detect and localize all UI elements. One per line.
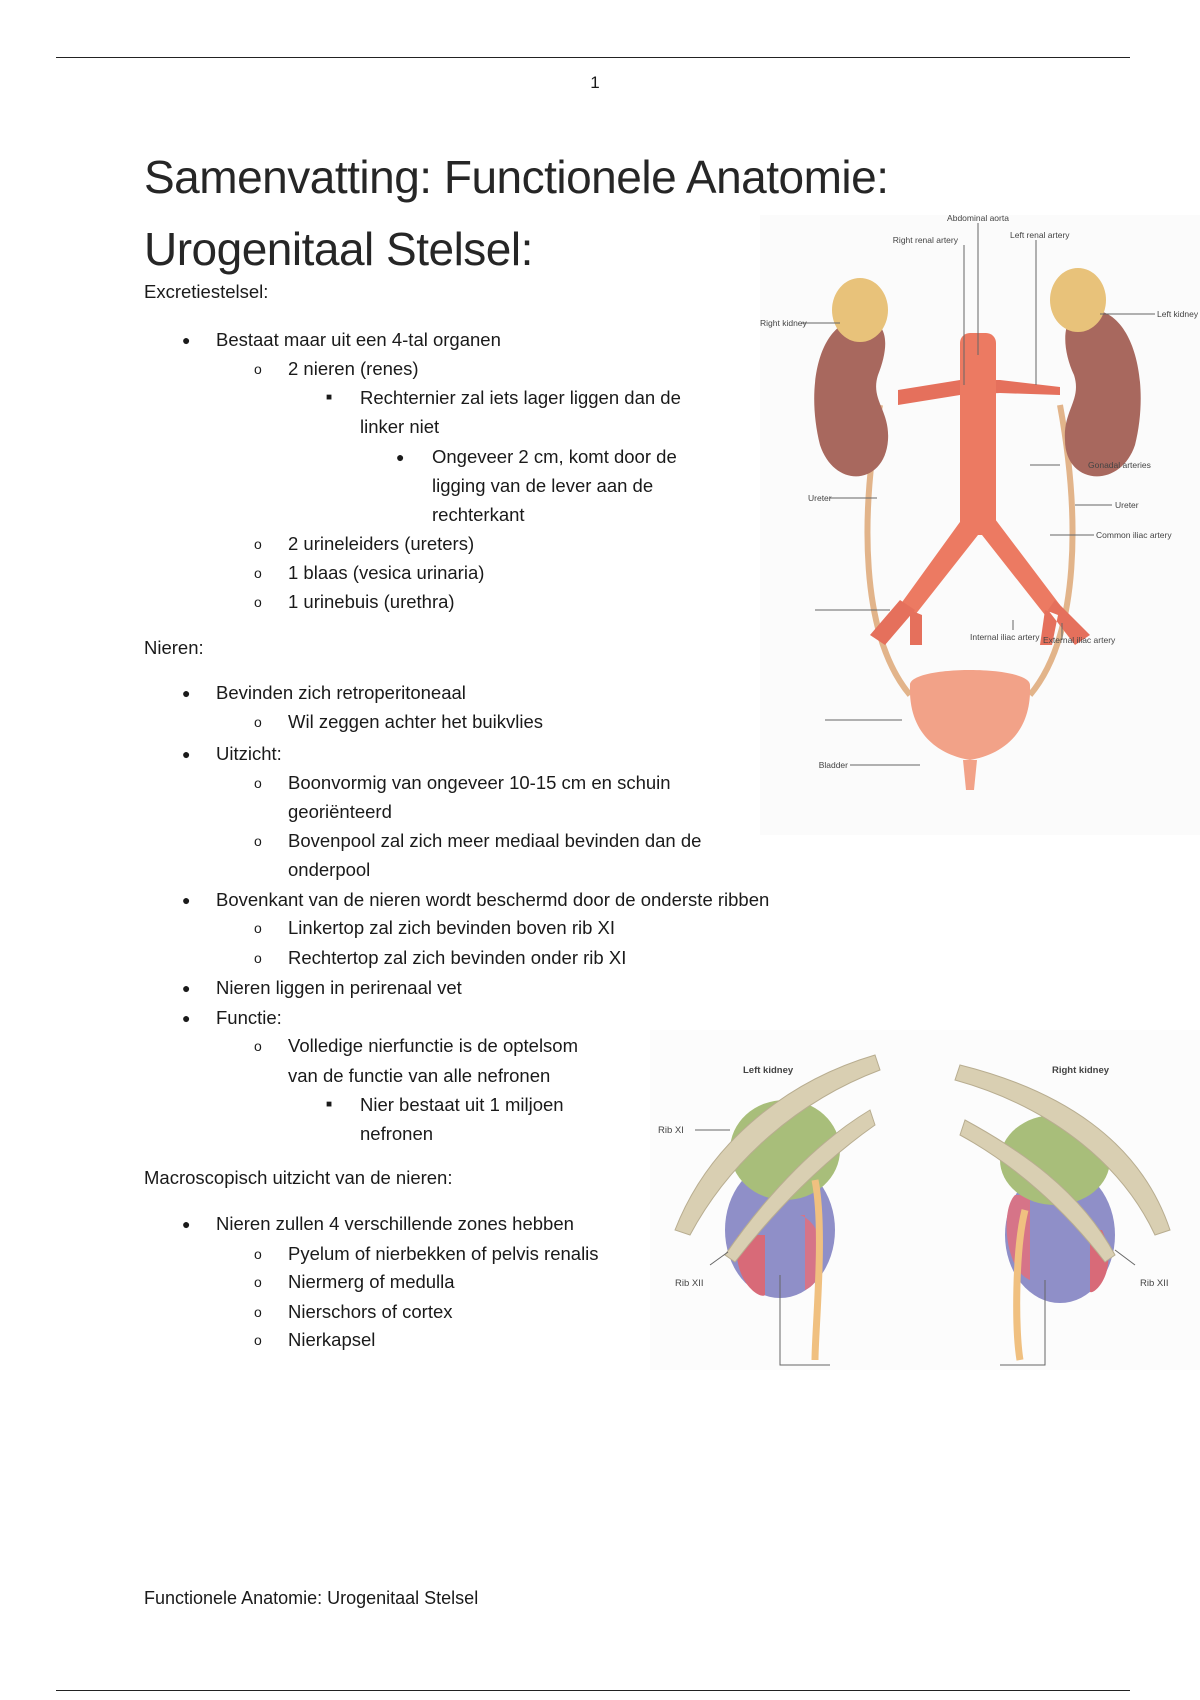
list-item: Nier bestaat uit 1 miljoen [360, 1094, 564, 1115]
list-item: Pyelum of nierbekken of pelvis renalis [288, 1243, 599, 1264]
list-item: Bovenpool zal zich meer mediaal bevinden… [288, 830, 702, 851]
kidney-ribs-illustration: Left kidney Right kidney Rib XI Rib XII … [650, 1030, 1200, 1370]
list-item: Nieren zullen 4 verschillende zones hebb… [216, 1213, 574, 1234]
list-item: Nierkapsel [288, 1329, 376, 1350]
list-item: Bestaat maar uit een 4-tal organen [216, 329, 501, 350]
bullet-circle: o [254, 565, 262, 581]
list-item: 2 nieren (renes) [288, 358, 419, 379]
list-item: Niermerg of medulla [288, 1271, 455, 1292]
list-item: Nieren liggen in perirenaal vet [216, 977, 462, 998]
label-bladder: Bladder [819, 760, 848, 770]
left-kidney-shape [1064, 309, 1141, 477]
urinary-system-illustration: Abdominal aorta Right renal artery Left … [760, 215, 1200, 835]
list-item: 1 blaas (vesica urinaria) [288, 562, 485, 583]
list-item: Linkertop zal zich bevinden boven rib XI [288, 917, 616, 938]
list-item: Rechternier zal iets lager liggen dan de [360, 387, 681, 408]
bullet-circle: o [254, 950, 262, 966]
label-right-renal-artery: Right renal artery [893, 235, 959, 245]
right-rib-11 [954, 1064, 1171, 1236]
list-item-cont: van de functie van alle nefronen [288, 1065, 551, 1086]
left-rib-11 [674, 1054, 881, 1236]
label-left-kidney: Left kidney [743, 1065, 794, 1076]
list-item: Uitzicht: [216, 743, 282, 764]
label-common-iliac-artery: Common iliac artery [1096, 530, 1172, 540]
heading-nieren: Nieren: [144, 637, 204, 658]
label-left-renal-artery: Left renal artery [1010, 230, 1070, 240]
bullet-circle: o [254, 1274, 262, 1290]
list-item-cont: onderpool [288, 859, 371, 880]
bullet-circle: o [254, 714, 262, 730]
bullet-circle: o [254, 833, 262, 849]
right-kidney-shape [814, 319, 889, 477]
label-ureter-left: Ureter [808, 493, 832, 503]
bullet-circle: o [254, 536, 262, 552]
list-item: 1 urinebuis (urethra) [288, 591, 455, 612]
label-right-kidney: Right kidney [1052, 1065, 1110, 1076]
bullet-dot: ● [182, 332, 191, 348]
label-gonadal-arteries: Gonadal arteries [1088, 460, 1151, 470]
bullet-square: ■ [326, 1099, 333, 1110]
label-rib-xii-left: Rib XII [675, 1278, 704, 1289]
label-abdominal-aorta: Abdominal aorta [947, 215, 1009, 223]
label-rib-xii-right: Rib XII [1140, 1278, 1169, 1289]
bullet-dot: ● [182, 980, 191, 996]
list-item-cont: ligging van de lever aan de [432, 475, 654, 496]
bullet-dot: ● [182, 1010, 191, 1026]
page-title-line1: Samenvatting: Functionele Anatomie: [144, 151, 889, 203]
bullet-circle: o [254, 1038, 262, 1054]
list-item-cont: rechterkant [432, 504, 525, 525]
list-item: Rechtertop zal zich bevinden onder rib X… [288, 947, 627, 968]
bullet-dot: ● [182, 892, 191, 908]
footer-rule [56, 1690, 1130, 1691]
list-item: Bevinden zich retroperitoneaal [216, 682, 466, 703]
bullet-square: ■ [326, 392, 333, 403]
label-rib-xi: Rib XI [658, 1125, 684, 1136]
bullet-circle: o [254, 920, 262, 936]
list-item: Volledige nierfunctie is de optelsom [288, 1035, 579, 1056]
list-item-cont: nefronen [360, 1123, 434, 1144]
bullet-circle: o [254, 1332, 262, 1348]
label-internal-iliac-artery: Internal iliac artery [970, 632, 1040, 642]
page-footer: Functionele Anatomie: Urogenitaal Stelse… [144, 1588, 479, 1608]
page-number: 1 [590, 73, 600, 92]
abdominal-aorta [960, 333, 996, 533]
page-title-line2: Urogenitaal Stelsel: [144, 223, 533, 275]
heading-excretiestelsel: Excretiestelsel: [144, 281, 269, 302]
label-ureter-right: Ureter [1115, 500, 1139, 510]
label-right-kidney: Right kidney [760, 318, 808, 328]
bullet-dot: ● [182, 685, 191, 701]
list-item: Bovenkant van de nieren wordt beschermd … [216, 889, 770, 910]
header-rule [56, 57, 1130, 58]
list-item-cont: georiënteerd [288, 801, 392, 822]
heading-macroscopisch: Macroscopisch uitzicht van de nieren: [144, 1167, 453, 1188]
bullet-dot: ● [182, 1216, 191, 1232]
right-adrenal-gland [832, 278, 888, 342]
bullet-circle: o [254, 594, 262, 610]
list-item: Wil zeggen achter het buikvlies [288, 711, 544, 732]
list-item: Ongeveer 2 cm, komt door de [432, 446, 677, 467]
bullet-circle: o [254, 1246, 262, 1262]
label-external-iliac-artery: External iliac artery [1043, 635, 1116, 645]
bullet-circle: o [254, 1304, 262, 1320]
list-item-cont: linker niet [360, 416, 440, 437]
list-item: Boonvormig van ongeveer 10-15 cm en schu… [288, 772, 671, 793]
right-rib-12 [959, 1119, 1116, 1263]
bullet-dot: ● [396, 449, 405, 465]
left-adrenal-gland [1050, 268, 1106, 332]
label-left-kidney: Left kidney [1157, 309, 1199, 319]
bullet-circle: o [254, 361, 262, 377]
list-item: 2 urineleiders (ureters) [288, 533, 475, 554]
bladder-shape [909, 670, 1031, 760]
list-item: Nierschors of cortex [288, 1301, 453, 1322]
list-item: Functie: [216, 1007, 282, 1028]
bullet-circle: o [254, 775, 262, 791]
bullet-dot: ● [182, 746, 191, 762]
left-rib-12 [724, 1109, 876, 1263]
